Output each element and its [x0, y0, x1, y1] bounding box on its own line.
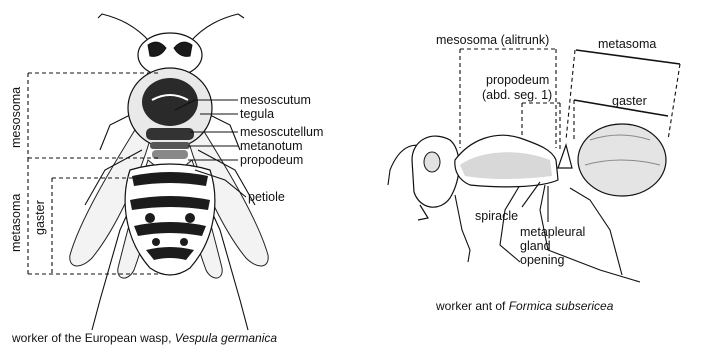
label-petiole: petiole — [248, 190, 285, 204]
label-wasp-mesosoma: mesosoma — [9, 87, 23, 148]
ant-caption-prefix: worker ant of — [435, 299, 509, 313]
ant-caption-species: Formica subsericea — [509, 299, 614, 313]
label-metanotum: metanotum — [240, 139, 303, 153]
label-mesoscutum: mesoscutum — [240, 93, 311, 107]
wasp-caption-species: Vespula germanica — [175, 331, 278, 345]
ant-head — [412, 136, 459, 207]
ant-metasoma-left — [566, 50, 575, 140]
label-ant-metapleural-2: gland — [520, 239, 551, 253]
ant-caption: worker ant of Formica subsericea — [435, 299, 614, 313]
label-ant-propodeum-1: propodeum — [486, 73, 549, 87]
ant-metasoma-right — [668, 64, 680, 140]
label-ant-metapleural-1: metapleural — [520, 225, 585, 239]
label-ant-mesosoma: mesosoma (alitrunk) — [436, 33, 549, 47]
label-mesoscutellum: mesoscutellum — [240, 125, 323, 139]
label-wasp-gaster: gaster — [33, 200, 47, 235]
wasp-caption-prefix: worker of the European wasp, — [11, 331, 175, 345]
label-tegula: tegula — [240, 107, 274, 121]
label-wasp-metasoma: metasoma — [9, 194, 23, 252]
wasp-caption: worker of the European wasp, Vespula ger… — [11, 331, 277, 345]
label-ant-metasoma: metasoma — [598, 37, 656, 51]
label-propodeum: propodeum — [240, 153, 303, 167]
wasp-illustration — [70, 14, 268, 330]
label-ant-metapleural-3: opening — [520, 253, 565, 267]
wasp-metanotum — [150, 142, 190, 149]
label-ant-spiracle: spiracle — [475, 209, 518, 223]
ant-metasoma-top — [576, 50, 680, 64]
label-ant-propodeum-2: (abd. seg. 1) — [482, 88, 552, 102]
wasp-mesoscutellum — [146, 128, 194, 140]
label-ant-gaster: gaster — [612, 94, 647, 108]
wasp-mesoscutum — [142, 78, 198, 126]
